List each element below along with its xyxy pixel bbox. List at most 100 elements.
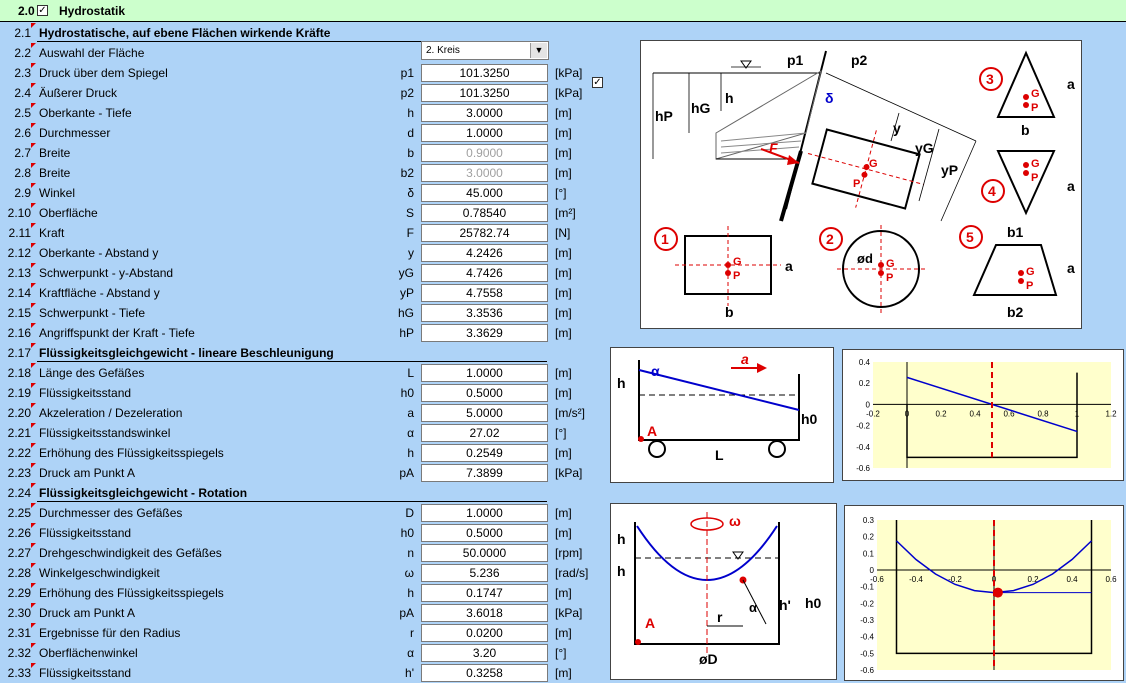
shape-4-number: 4 (988, 183, 996, 199)
plane-force-diagram: F hP hG h p1 p2 δ G P y yG yP 3 G (640, 40, 1082, 329)
row-symbol: b2 (400, 166, 414, 180)
row-value[interactable]: 3.3629 (421, 324, 548, 342)
row-number: 2.7 (14, 146, 31, 160)
row-unit: [m] (555, 526, 572, 540)
surface-alpha-label: α (749, 600, 757, 615)
plane-force-svg: F hP hG h p1 p2 δ G P y yG yP 3 G (652, 50, 1075, 320)
row-label: Schwerpunkt - Tiefe (39, 306, 146, 320)
row-label: Auswahl der Fläche (39, 46, 145, 60)
G-label: G (869, 158, 878, 170)
row-value[interactable]: 4.2426 (421, 244, 548, 262)
row-label: Breite (39, 146, 71, 160)
row-value[interactable]: 1.0000 (421, 504, 548, 522)
svg-text:h: h (617, 563, 626, 579)
radius-point (992, 587, 1003, 598)
p2-label: p2 (851, 52, 868, 68)
row-label: Druck am Punkt A (39, 466, 136, 480)
x-tick-label: -0.2 (948, 575, 962, 584)
row-symbol: α (407, 426, 414, 440)
row-unit: [kPa] (555, 86, 583, 100)
row-value[interactable]: 101.3250 (421, 84, 548, 102)
p2-checkbox[interactable]: ✓ (592, 77, 603, 88)
row-value[interactable]: 0.5000 (421, 384, 548, 402)
row-label: Durchmesser (39, 126, 111, 140)
row-value[interactable]: 4.7558 (421, 284, 548, 302)
y-tick-label: -0.6 (860, 666, 874, 675)
surface-select-value: 2. Kreis (426, 45, 460, 56)
row-value[interactable]: 3.0000 (421, 164, 548, 182)
row-value[interactable]: 50.0000 (421, 544, 548, 562)
point-A-rot-label: A (645, 615, 655, 631)
row-value[interactable]: 1.0000 (421, 124, 548, 142)
comment-marker (31, 543, 36, 548)
row-value[interactable]: 0.78540 (421, 204, 548, 222)
row-value[interactable]: 25782.74 (421, 224, 548, 242)
x-tick-label: 0.2 (935, 409, 947, 418)
svg-text:G: G (1026, 266, 1035, 278)
row-value[interactable]: 4.7426 (421, 264, 548, 282)
row-unit: [m] (555, 126, 572, 140)
row-value[interactable]: 45.000 (421, 184, 548, 202)
row-value[interactable]: 5.0000 (421, 404, 548, 422)
linear-acceleration-diagram: a h α h0 A L (610, 347, 834, 483)
row-symbol: yP (399, 286, 414, 300)
row-value[interactable]: 3.20 (421, 644, 548, 662)
section-checkbox[interactable]: ✓ (37, 5, 48, 16)
row-value[interactable]: 0.9000 (421, 144, 548, 162)
row-symbol: F (406, 226, 414, 240)
row-number: 2.8 (14, 166, 31, 180)
row-value[interactable]: 27.02 (421, 424, 548, 442)
row-value[interactable]: 3.0000 (421, 104, 548, 122)
hprime-label: h' (779, 597, 791, 613)
row-value[interactable]: 1.0000 (421, 364, 548, 382)
row-symbol: h (407, 106, 414, 120)
row-value[interactable]: 0.0200 (421, 624, 548, 642)
row-number: 2.18 (7, 366, 31, 380)
surface-select[interactable]: 2. Kreis ▼ (421, 41, 549, 60)
row-symbol: h (407, 446, 414, 460)
row-value[interactable]: 3.3536 (421, 304, 548, 322)
svg-text:a: a (1067, 260, 1075, 276)
comment-marker (31, 203, 36, 208)
x-tick-label: -0.6 (870, 575, 884, 584)
chevron-down-icon[interactable]: ▼ (530, 43, 547, 58)
row-value[interactable]: 0.2549 (421, 444, 548, 462)
row-label: Kraftfläche - Abstand y (39, 286, 160, 300)
row-unit: [m] (555, 246, 572, 260)
row-symbol: h' (405, 666, 414, 680)
comment-marker (31, 303, 36, 308)
comment-marker (31, 83, 36, 88)
x-tick-label: -0.2 (866, 409, 880, 418)
row-value[interactable]: 0.1747 (421, 584, 548, 602)
row-label: Winkel (39, 186, 76, 200)
row-value[interactable]: 7.3899 (421, 464, 548, 482)
rotation-diagram: ω r α h h h0 h' A øD (610, 503, 837, 680)
y-tick-label: -0.3 (860, 616, 874, 625)
row-value[interactable]: 0.5000 (421, 524, 548, 542)
row-value[interactable]: 0.3258 (421, 664, 548, 682)
hG-label: hG (691, 100, 711, 116)
row-number: 2.3 (14, 66, 31, 80)
row-value[interactable]: 101.3250 (421, 64, 548, 82)
y-tick-label: -0.2 (860, 599, 874, 608)
row-unit: [m] (555, 286, 572, 300)
row-value[interactable]: 5.236 (421, 564, 548, 582)
P-label: P (853, 178, 860, 190)
row-label: Flüssigkeitsgleichgewicht - lineare Besc… (39, 346, 334, 360)
svg-text:P: P (886, 272, 893, 284)
row-value[interactable]: 3.6018 (421, 604, 548, 622)
comment-marker (31, 283, 36, 288)
row-label: Erhöhung des Flüssigkeitsspiegels (39, 586, 224, 600)
